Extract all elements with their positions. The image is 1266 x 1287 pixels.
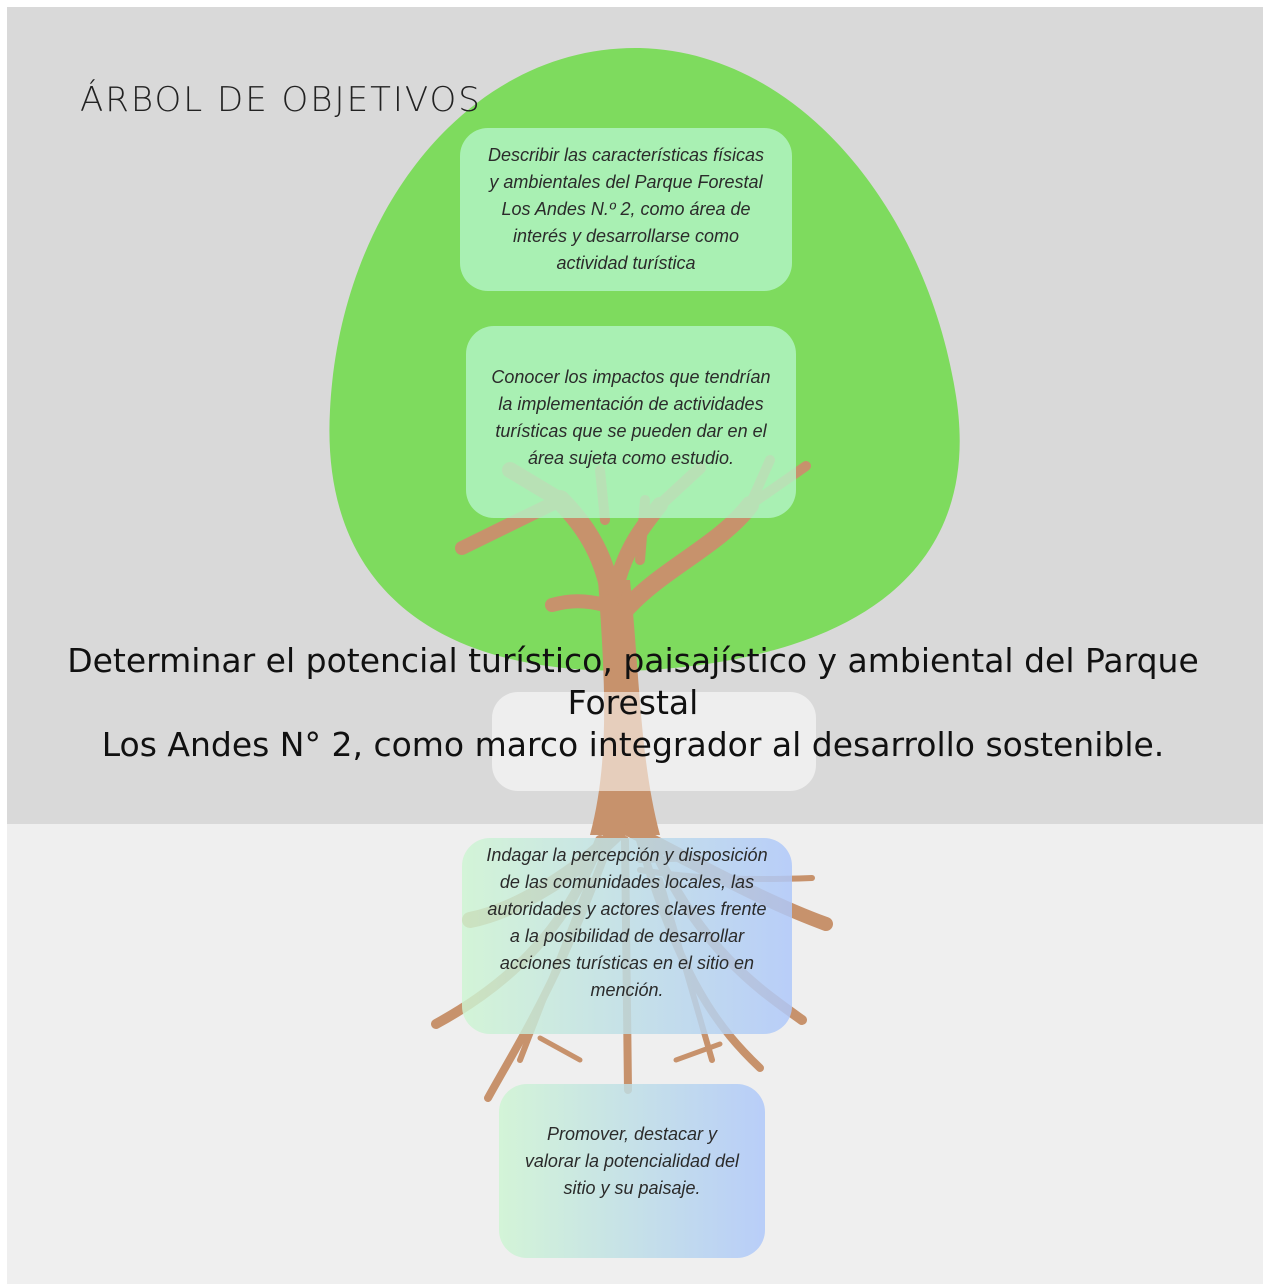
trunk-placeholder-box — [492, 692, 816, 791]
crown-objective-1: Describir las características físicas y … — [460, 128, 792, 291]
general-objective-line-1: Determinar el potencial turístico, paisa… — [67, 641, 1199, 722]
general-objective: Determinar el potencial turístico, paisa… — [60, 640, 1206, 766]
root-objective-2: Promover, destacar y valorar la potencia… — [499, 1084, 765, 1258]
root-objective-1: Indagar la percepción y disposición de l… — [462, 838, 792, 1034]
general-objective-line-2: Los Andes N° 2, como marco integrador al… — [101, 725, 1165, 764]
crown-objective-2: Conocer los impactos que tendrían la imp… — [466, 326, 796, 518]
page-title: ÁRBOL DE OBJETIVOS — [80, 80, 482, 120]
